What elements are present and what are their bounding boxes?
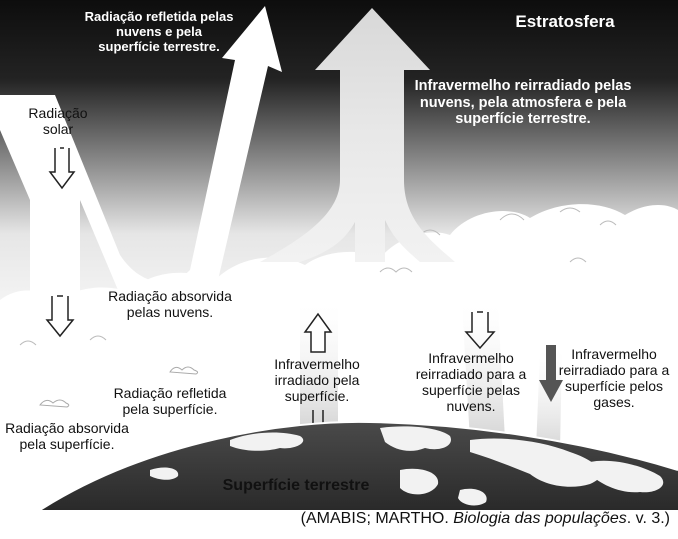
cloud-detail: [19, 207, 617, 346]
label-earth-surface: Superfície terrestre: [222, 477, 370, 494]
figure-caption: (AMABIS; MARTHO. Biologia das populações…: [301, 510, 670, 528]
earth-rim: [39, 420, 678, 511]
label-reflected-clouds: Radiação refletida pelas nuvens e pela s…: [84, 9, 234, 54]
caption-authors: (AMABIS; MARTHO.: [300, 510, 454, 527]
reflected-radiation-arrow: [0, 6, 282, 320]
label-reradiated-clouds: Infravermelho reirradiado para a superfí…: [415, 350, 527, 415]
label-stratosphere: Estratosfera: [515, 12, 615, 31]
continents: [150, 426, 664, 506]
solar-radiation-arrow-icon: [48, 147, 76, 190]
cloud-layer: [0, 204, 678, 360]
label-reradiated-gases: Infravermelho reirradiado para a superfí…: [558, 346, 670, 411]
caption-book-title: Biologia das populações: [453, 510, 627, 527]
label-reflected-surface: Radiação refletida pela superfície.: [113, 385, 227, 418]
infrared-escape-arrow: [260, 8, 455, 262]
label-absorbed-surface: Radiação absorvida pela superfície.: [5, 420, 129, 453]
caption-volume: . v. 3.): [626, 510, 670, 527]
label-absorbed-clouds: Radiação absorvida pelas nuvens.: [108, 288, 232, 321]
reradiated-gases-arrow-icon: [539, 345, 563, 402]
small-cloud: [39, 399, 70, 408]
small-cloud: [169, 366, 199, 375]
reradiated-clouds-arrow-icon: [464, 311, 496, 350]
absorbed-clouds-arrow-icon: [45, 295, 75, 338]
label-infrared-reradiated: Infravermelho reirradiado pelas nuvens, …: [414, 78, 632, 128]
label-infrared-irradiated: Infravermelho irradiado pela superfície.: [274, 356, 360, 405]
label-solar-radiation: Radiação solar: [28, 105, 88, 138]
